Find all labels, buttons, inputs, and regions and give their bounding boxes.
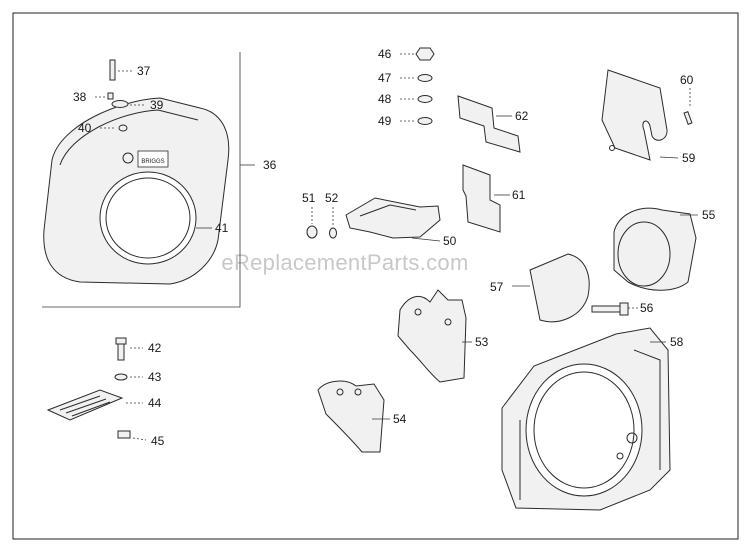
part-58-main-housing <box>501 327 671 511</box>
callout-39: 39 <box>150 98 164 112</box>
callout-49: 49 <box>378 114 392 128</box>
callout-47: 47 <box>378 71 392 85</box>
callout-62: 62 <box>515 109 529 123</box>
part-37-stud <box>109 59 133 81</box>
callout-43: 43 <box>148 370 162 384</box>
callout-55: 55 <box>702 208 716 222</box>
callout-56: 56 <box>640 301 654 315</box>
part-46-nut <box>400 47 435 61</box>
callout-57: 57 <box>490 280 504 294</box>
part-43-washer <box>114 373 143 381</box>
part-50-plate <box>345 197 441 242</box>
callout-45: 45 <box>151 434 165 448</box>
part-48-washer <box>400 95 433 103</box>
callout-54: 54 <box>393 412 407 426</box>
callout-labels: 36 37 38 39 40 41 42 43 44 45 46 47 48 4… <box>73 47 716 448</box>
callout-42: 42 <box>148 341 162 355</box>
part-38-pin <box>95 92 114 100</box>
part-47-washer <box>400 74 433 82</box>
part-45-clip <box>117 430 147 441</box>
callout-41: 41 <box>215 221 229 235</box>
part-51-nut <box>306 207 318 239</box>
part-40-grommet <box>100 124 128 132</box>
part-44-decal-label <box>46 389 143 421</box>
part-55-air-guide <box>613 207 698 291</box>
part-56-bolt <box>591 302 638 316</box>
callout-50: 50 <box>443 234 457 248</box>
watermark-text: eReplacementParts.com <box>221 250 468 275</box>
callout-51: 51 <box>302 191 316 205</box>
callout-61: 61 <box>512 188 526 202</box>
callout-38: 38 <box>73 90 87 104</box>
callout-44: 44 <box>148 396 162 410</box>
part-39-washer <box>111 100 145 108</box>
diagram-border <box>12 12 739 540</box>
part-54-baffle <box>317 380 390 453</box>
part-59-shroud <box>601 69 679 161</box>
callout-40: 40 <box>78 121 92 135</box>
callout-48: 48 <box>378 92 392 106</box>
callout-58: 58 <box>670 335 684 349</box>
callout-52: 52 <box>325 191 339 205</box>
part-60-screw <box>683 88 693 125</box>
callout-36: 36 <box>263 158 277 172</box>
callout-53: 53 <box>475 335 489 349</box>
callout-60: 60 <box>680 73 694 87</box>
part-52-washer <box>329 207 337 239</box>
callout-37: 37 <box>137 64 151 78</box>
part-61-bracket <box>462 164 510 233</box>
part-49-washer <box>400 117 433 125</box>
group-bracket-36 <box>42 52 255 308</box>
callout-59: 59 <box>682 151 696 165</box>
part-42-bolt <box>115 337 143 361</box>
part-53-baffle <box>397 289 472 383</box>
callout-46: 46 <box>378 47 392 61</box>
part-62-bracket <box>457 95 521 153</box>
part-57-baffle-disc <box>512 253 590 323</box>
part-41-blower-housing: BRIGGS <box>43 97 230 285</box>
brand-decal: BRIGGS <box>141 159 164 165</box>
